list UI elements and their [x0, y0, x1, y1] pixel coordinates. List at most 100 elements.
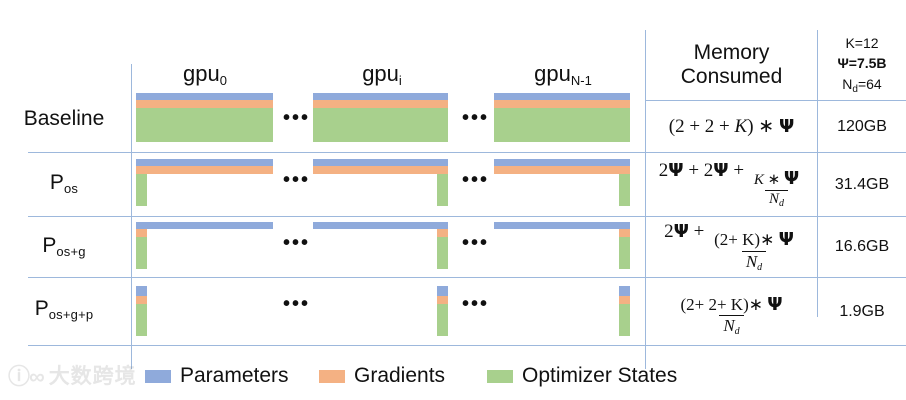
formula-pos-num-k: K — [753, 172, 764, 189]
gridline-row-baseline-bottom — [28, 152, 906, 153]
memory-consumed-header-line1: Memory — [693, 40, 770, 64]
ellipsis-posg-2: ••• — [462, 232, 490, 254]
row-label-p-os-g-sub: os+g — [56, 243, 86, 259]
watermark-glyph-icon: ⓘ∞ — [8, 364, 45, 389]
formula-posg-den-n: N — [745, 251, 758, 271]
bar-baseline-gpui-gradients — [313, 100, 448, 108]
constants-header: K=12 Ψ=7.5B Nd=64 — [818, 32, 906, 98]
gpu-header-gpuN-sub: N-1 — [570, 72, 592, 88]
ellipsis-pos-2: ••• — [462, 169, 490, 191]
bar-posg-gpui-gradients — [437, 229, 448, 237]
watermark-text: 大数跨境 — [48, 365, 137, 388]
bar-pos-gpu0-gradients — [136, 166, 273, 174]
formula-pos-psi1: Ψ — [668, 159, 684, 181]
formula-pos-a: 2 — [658, 159, 669, 181]
constant-nd-sub: d — [852, 83, 858, 95]
formula-baseline-tail: ) ∗ — [747, 116, 779, 137]
bar-posg-gpu0-parameters — [136, 222, 273, 229]
gridline-table-header-bottom — [645, 100, 906, 101]
memory-consumed-header: Memory Consumed — [646, 32, 817, 98]
formula-baseline-psi: Ψ — [778, 116, 795, 137]
row-label-p-os-g-text: P — [42, 234, 57, 257]
gridline-params-column-left — [817, 30, 818, 317]
memory-value-p-os-text: 31.4GB — [834, 175, 890, 193]
formula-baseline-k: K — [734, 116, 748, 137]
formula-posg-psi1: Ψ — [673, 220, 689, 242]
legend-label-optimizer-states: Optimizer States — [522, 364, 678, 387]
formula-pos-num-psi: Ψ — [783, 168, 800, 190]
bar-posgp-gpu0-gradients — [136, 296, 147, 304]
formula-baseline-lead: (2 + 2 + — [668, 116, 735, 137]
legend-swatch-optimizer-states-icon — [487, 369, 513, 383]
memory-value-p-os: 31.4GB — [818, 153, 906, 216]
legend-swatch-gradients-icon — [319, 369, 345, 383]
memory-consumed-header-line2: Consumed — [680, 65, 783, 88]
bar-posg-gpu0-optimizer-states — [136, 237, 147, 269]
gridline-memory-column-left — [645, 30, 646, 369]
bar-posg-gpui-parameters — [313, 222, 448, 229]
row-label-baseline: Baseline — [0, 107, 128, 131]
bar-posg-gpuN-optimizer-states — [619, 237, 630, 269]
gpu-header-gpui: gpui — [312, 61, 452, 88]
gpu-header-gpuN-label: gpu — [534, 61, 571, 86]
formula-pos-num-star: ∗ — [763, 172, 784, 189]
formula-posgp-num-psi: Ψ — [767, 293, 783, 315]
bar-posgp-gpuN-gradients — [619, 296, 630, 304]
formula-pos-den-n: N — [769, 190, 780, 207]
gpu-header-gpu0-label: gpu — [183, 61, 220, 86]
constant-nd: Nd=64 — [842, 75, 882, 95]
bar-baseline-gpuN-parameters — [494, 93, 630, 100]
formula-posgp-den-sub: d — [734, 326, 740, 338]
bar-posg-gpuN-gradients — [619, 229, 630, 237]
bar-posgp-gpui-parameters — [437, 286, 448, 296]
ellipsis-posgp-2: ••• — [462, 293, 490, 315]
bar-pos-gpui-gradients — [313, 166, 448, 174]
bar-posg-gpu0-gradients — [136, 229, 147, 237]
formula-pos-b: 2 — [703, 159, 714, 181]
formula-baseline: (2 + 2 + K) ∗ Ψ — [646, 101, 817, 152]
bar-pos-gpu0-parameters — [136, 159, 273, 166]
legend-label-gradients: Gradients — [354, 364, 446, 387]
row-label-p-os-g-p: Pos+g+p — [0, 297, 128, 322]
formula-posg-den-sub: d — [757, 261, 763, 273]
ellipsis-posg-1: ••• — [283, 232, 311, 254]
row-label-baseline-text: Baseline — [23, 107, 105, 130]
formula-pos-plus1: + — [683, 159, 704, 181]
gridline-left-axis — [131, 64, 132, 369]
legend-item-gradients: Gradients — [319, 364, 445, 388]
memory-value-p-os-g-p-text: 1.9GB — [839, 302, 885, 320]
formula-pos-den-sub: d — [779, 197, 785, 209]
row-label-p-os-sub: os — [63, 180, 79, 196]
bar-baseline-gpuN-gradients — [494, 100, 630, 108]
bar-pos-gpuN-parameters — [494, 159, 630, 166]
row-label-p-os-text: P — [49, 171, 64, 194]
memory-value-p-os-g-p: 1.9GB — [818, 278, 906, 345]
memory-value-p-os-g-text: 16.6GB — [834, 238, 890, 255]
row-label-p-os-g-p-text: P — [34, 297, 49, 320]
formula-posg-plus1: + — [688, 220, 710, 242]
gridline-row-pos-bottom — [28, 216, 906, 217]
gridline-row-posgp-bottom — [28, 345, 906, 346]
bar-baseline-gpu0-optimizer-states — [136, 108, 273, 142]
gpu-header-gpui-label: gpu — [362, 61, 399, 86]
constant-psi: Ψ=7.5B — [837, 55, 887, 72]
row-label-p-os-g-p-sub: os+g+p — [48, 306, 94, 322]
bar-baseline-gpui-parameters — [313, 93, 448, 100]
formula-pos-psi2: Ψ — [713, 159, 729, 181]
memory-value-baseline: 120GB — [818, 101, 906, 152]
formula-posg-num-psi: Ψ — [778, 229, 794, 251]
constant-k: K=12 — [845, 34, 879, 51]
bar-posgp-gpu0-optimizer-states — [136, 304, 147, 336]
bar-posgp-gpui-gradients — [437, 296, 448, 304]
bar-posgp-gpu0-parameters — [136, 286, 147, 296]
formula-posgp-den-n: N — [723, 316, 735, 336]
bar-pos-gpui-optimizer-states — [437, 174, 448, 206]
ellipsis-baseline-1: ••• — [283, 107, 311, 129]
bar-pos-gpui-parameters — [313, 159, 448, 166]
watermark-logo: ⓘ∞ 大数跨境 — [8, 358, 140, 392]
formula-posgp-num: (2+ 2+ K)∗ — [680, 294, 768, 314]
